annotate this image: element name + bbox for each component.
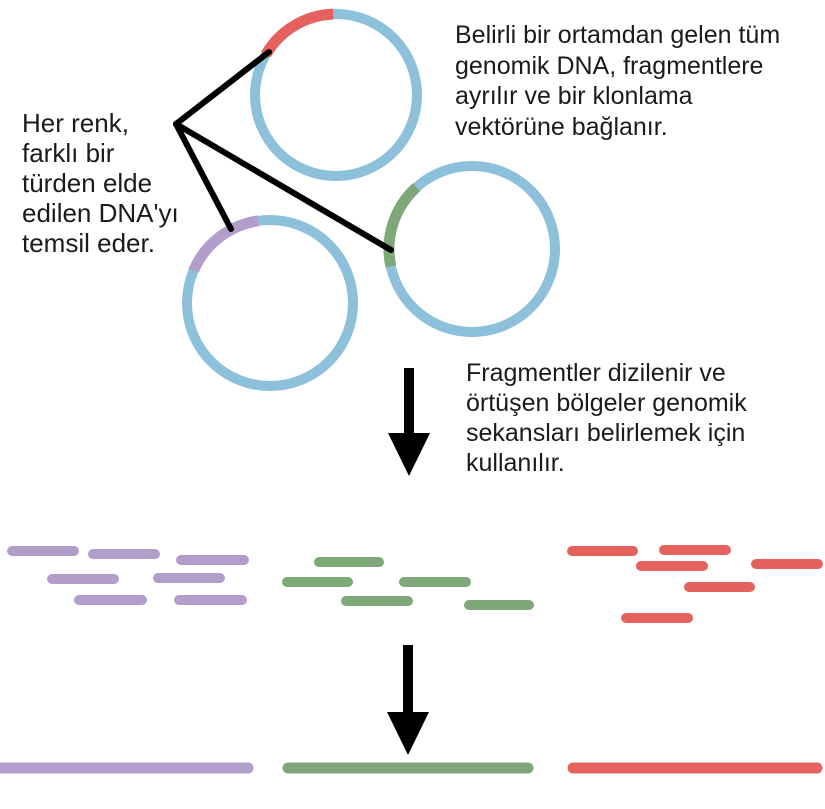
arrow-head (387, 712, 429, 755)
plasmid-top (250, 8, 422, 181)
fragments-red (567, 545, 823, 623)
pointer-line-to-purple (173, 121, 234, 232)
text-line: Belirli bir ortamdan gelen tüm (455, 21, 781, 49)
intro-text: Belirli bir ortamdan gelen tüm genomik D… (455, 20, 780, 142)
text-line: Her renk, (22, 108, 129, 138)
text-line: örtüşen bölgeler genomik (466, 389, 747, 417)
arrow-down-bottom (387, 645, 429, 755)
arrow-down-top (388, 368, 430, 476)
fragments-green (282, 557, 534, 610)
vector-ring-top (250, 9, 422, 181)
text-line: edilen DNA'yı (22, 198, 179, 228)
green-insert-arc (383, 183, 421, 268)
red-insert-arc (261, 8, 334, 58)
text-line: temsil eder. (22, 228, 155, 258)
arrow-head (388, 433, 430, 476)
plasmid-right (383, 161, 560, 337)
plasmid-bottom-left (182, 215, 358, 391)
pointer-line-to-red (173, 49, 272, 127)
text-line: türden elde (22, 168, 153, 198)
text-line: farklı bir (22, 138, 115, 168)
text-line: ayrılır ve bir klonlama (455, 82, 693, 110)
text-line: Fragmentler dizilenir ve (466, 359, 726, 387)
text-line: sekansları belirlemek için (466, 419, 746, 447)
vector-ring-bottom-left (182, 215, 358, 391)
sequencing-text: Fragmentler dizilenir ve örtüşen bölgele… (466, 358, 747, 478)
pointer-lines (173, 49, 394, 253)
fragments-purple (7, 546, 249, 605)
legend-text: Her renk, farklı bir türden elde edilen … (22, 108, 179, 258)
purple-insert-arc (188, 215, 260, 273)
text-line: vektörüne bağlanır. (455, 112, 668, 141)
text-line: genomik DNA, fragmentlere (455, 51, 764, 80)
text-line: kullanılır. (466, 449, 565, 477)
pointer-line-to-green (173, 121, 394, 253)
